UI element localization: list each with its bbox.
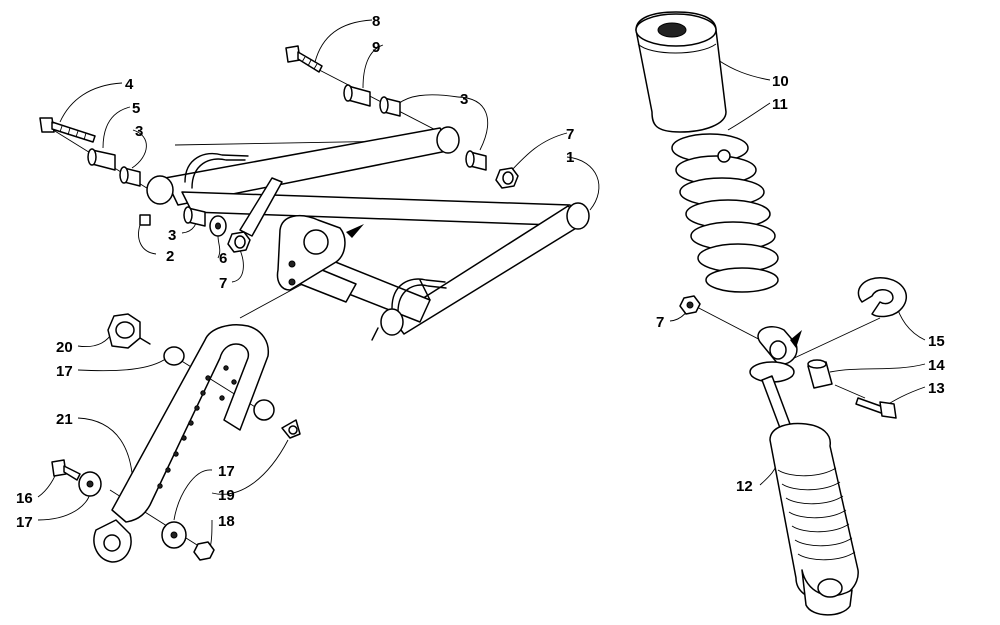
callout-5: 5 bbox=[132, 100, 140, 117]
callout-9: 9 bbox=[372, 39, 380, 56]
callout-7: 7 bbox=[219, 275, 227, 292]
a-arm bbox=[146, 126, 590, 341]
bolt-8 bbox=[285, 45, 323, 73]
bolt-4 bbox=[39, 117, 96, 143]
callout-3: 3 bbox=[168, 227, 176, 244]
callout-16: 16 bbox=[16, 490, 33, 507]
limit-strap bbox=[51, 313, 301, 563]
callout-8: 8 bbox=[372, 13, 380, 30]
callout-7: 7 bbox=[656, 314, 664, 331]
callout-11: 11 bbox=[772, 96, 788, 113]
callout-20: 20 bbox=[56, 339, 73, 356]
callout-6: 6 bbox=[219, 250, 227, 267]
callout-10: 10 bbox=[772, 73, 789, 90]
callout-17: 17 bbox=[218, 463, 235, 480]
callout-1: 1 bbox=[566, 149, 574, 166]
callout-12: 12 bbox=[736, 478, 753, 495]
hardware-top bbox=[285, 45, 519, 189]
callout-21: 21 bbox=[56, 411, 73, 428]
callout-15: 15 bbox=[928, 333, 945, 350]
callout-3: 3 bbox=[135, 123, 143, 140]
callout-7: 7 bbox=[566, 126, 574, 143]
callout-17: 17 bbox=[56, 363, 73, 380]
hardware-left bbox=[39, 117, 251, 253]
callout-3: 3 bbox=[460, 91, 468, 108]
callout-labels: 8 9 3 4 5 3 7 1 3 2 6 7 20 17 21 17 19 1… bbox=[16, 13, 945, 531]
callout-14: 14 bbox=[928, 357, 945, 374]
callout-13: 13 bbox=[928, 380, 945, 397]
callout-2: 2 bbox=[166, 248, 174, 265]
callout-18: 18 bbox=[218, 513, 235, 530]
callout-4: 4 bbox=[125, 76, 134, 93]
shock-assembly bbox=[635, 11, 907, 616]
callout-17: 17 bbox=[16, 514, 33, 531]
spring-11 bbox=[671, 133, 779, 293]
callout-19: 19 bbox=[218, 487, 235, 504]
